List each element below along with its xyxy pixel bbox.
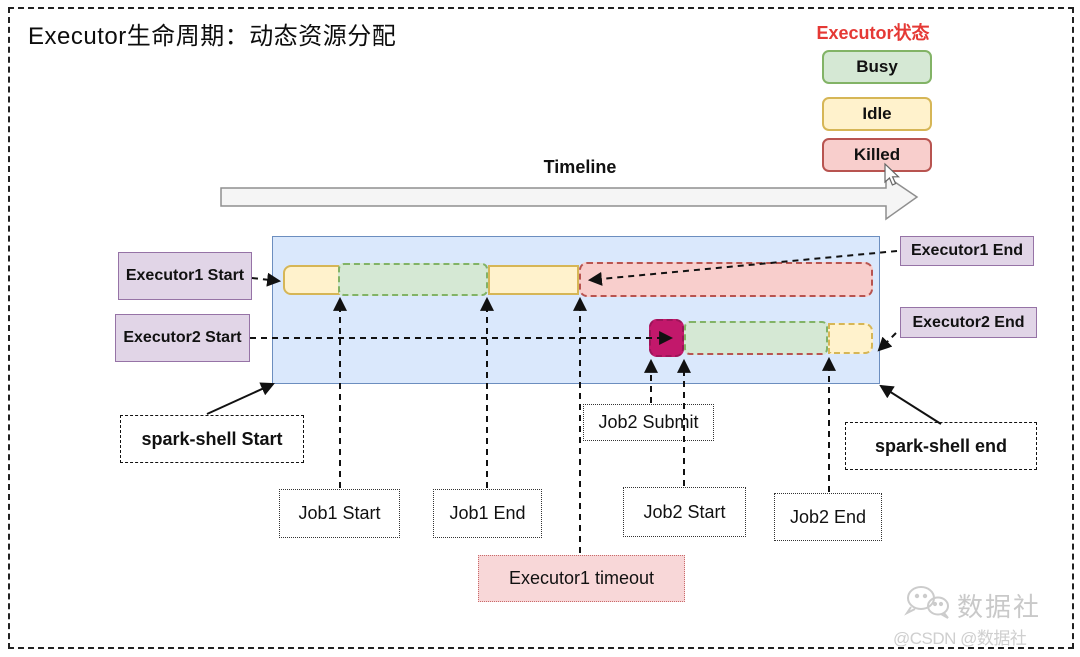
wechat-icon <box>904 586 949 619</box>
job1-end-label: Job1 End <box>433 489 542 538</box>
job2-start-label: Job2 Start <box>623 487 746 537</box>
watermark-handle: @CSDN @数据社 <box>893 629 1027 648</box>
legend-title: Executor状态 <box>816 23 930 43</box>
job2-submit-label: Job2 Submit <box>583 404 714 441</box>
executor1-killed-segment <box>579 262 873 297</box>
job2-end-label: Job2 End <box>774 493 882 541</box>
executor2-idle-segment <box>828 323 873 354</box>
executor1-timeout-label: Executor1 timeout <box>478 555 685 602</box>
executor1-busy-segment <box>338 263 488 296</box>
legend-busy: Busy <box>822 50 932 84</box>
watermark-brand: 数据社 <box>957 592 1042 622</box>
timeline-label: Timeline <box>543 157 617 177</box>
spark-shell-end-label: spark-shell end <box>845 422 1037 470</box>
executor2-start-label: Executor2 Start <box>115 314 250 362</box>
lifecycle-container <box>272 236 880 384</box>
executor1-idle-segment-1 <box>283 265 340 295</box>
executor2-end-label: Executor2 End <box>900 307 1037 338</box>
job1-start-label: Job1 Start <box>279 489 400 538</box>
timeline-arrow <box>220 174 919 221</box>
executor1-start-label: Executor1 Start <box>118 252 252 300</box>
executor1-end-label: Executor1 End <box>900 236 1034 266</box>
legend-idle: Idle <box>822 97 932 131</box>
executor1-idle-segment-2 <box>488 265 579 295</box>
executor2-busy-segment <box>684 321 828 355</box>
legend-killed: Killed <box>822 138 932 172</box>
executor2-submit-segment <box>649 319 684 357</box>
page-title: Executor生命周期：动态资源分配 <box>28 23 397 50</box>
spark-shell-start-label: spark-shell Start <box>120 415 304 463</box>
